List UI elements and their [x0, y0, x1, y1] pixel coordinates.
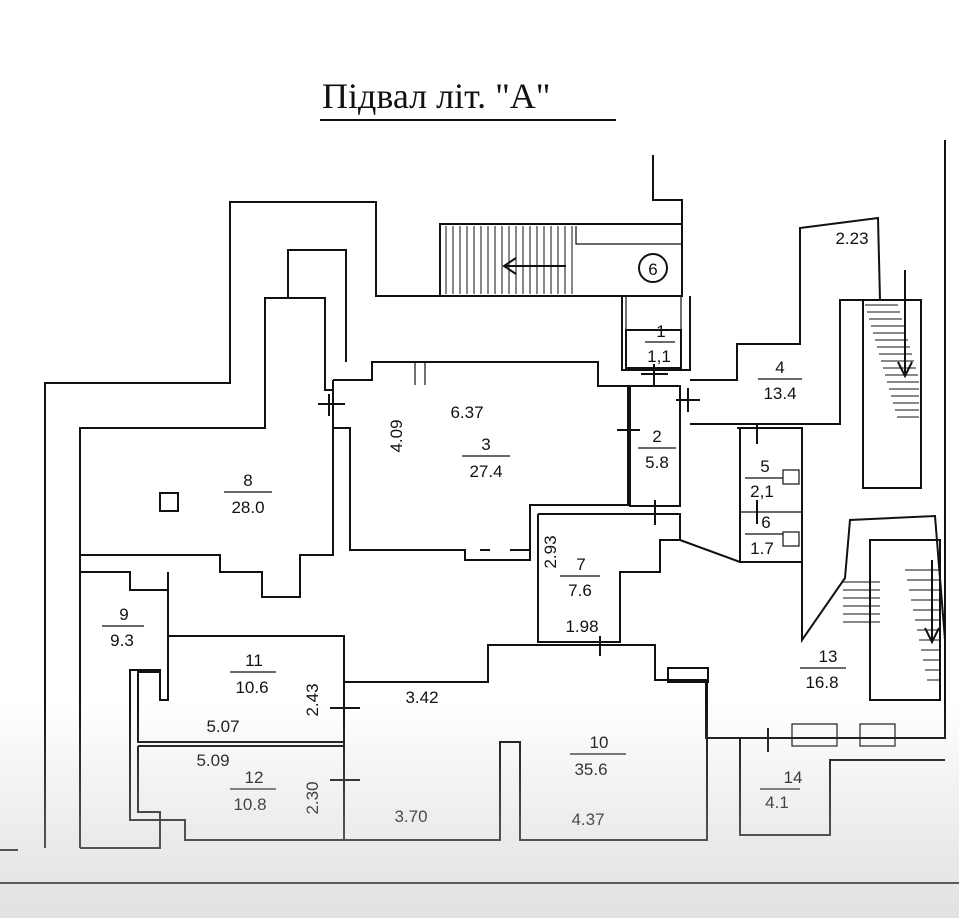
svg-text:4: 4 — [775, 358, 784, 377]
svg-text:5: 5 — [760, 457, 769, 476]
room-2-label: 2 5.8 — [638, 427, 676, 472]
svg-text:9.3: 9.3 — [110, 631, 134, 650]
room-5-label: 5 2,1 — [745, 457, 783, 501]
room-13-outline — [679, 514, 946, 739]
stair-north-edge — [652, 155, 683, 224]
room-10-label: 10 35.6 — [570, 733, 626, 779]
svg-text:35.6: 35.6 — [574, 760, 607, 779]
svg-text:1.7: 1.7 — [750, 539, 774, 558]
room-2-outline — [629, 385, 681, 507]
svg-text:11: 11 — [245, 651, 263, 670]
room-8-outline — [80, 297, 334, 598]
svg-text:14: 14 — [784, 768, 803, 787]
room-10-niche — [667, 667, 709, 683]
svg-text:3: 3 — [481, 435, 490, 454]
svg-text:12: 12 — [245, 768, 264, 787]
fixture-left — [791, 723, 838, 747]
marker-circle — [638, 253, 668, 283]
room-1-label: 1 1,1 — [645, 322, 675, 366]
room-8-label: 8 28.0 — [224, 471, 272, 517]
svg-text:4.1: 4.1 — [765, 793, 789, 812]
svg-text:10.6: 10.6 — [235, 678, 268, 697]
room-10-outline — [344, 644, 708, 841]
dim-1-98: 1.98 — [565, 617, 598, 636]
marker-label: 6 — [648, 260, 657, 279]
svg-text:7: 7 — [576, 555, 585, 574]
dim-2-43: 2.43 — [303, 683, 322, 716]
svg-text:13: 13 — [819, 647, 838, 666]
svg-text:2: 2 — [652, 427, 661, 446]
door-ticks — [318, 364, 769, 781]
stair-north-arrowhead — [502, 257, 517, 275]
fixture-right — [859, 723, 896, 747]
stair-north — [439, 223, 683, 297]
sink-icon — [782, 469, 800, 485]
room-4-label: 4 13.4 — [758, 358, 802, 403]
dim-3-70: 3.70 — [394, 807, 427, 826]
svg-text:2,1: 2,1 — [750, 482, 774, 501]
dim-5-09: 5.09 — [196, 751, 229, 770]
svg-text:10: 10 — [590, 733, 609, 752]
room-14-outline — [739, 738, 945, 836]
dim-6-37: 6.37 — [450, 403, 483, 422]
svg-text:8: 8 — [243, 471, 252, 490]
room-14-label: 14 4.1 — [760, 768, 802, 812]
column-marker — [159, 492, 179, 512]
svg-text:10.8: 10.8 — [233, 795, 266, 814]
room-3-outline — [332, 361, 629, 561]
svg-text:28.0: 28.0 — [231, 498, 264, 517]
room-11-label: 11 10.6 — [230, 651, 276, 697]
dim-2-93: 2.93 — [541, 535, 560, 568]
room-13-label: 13 16.8 — [800, 647, 846, 692]
room-9-label: 9 9.3 — [102, 605, 144, 650]
dim-4-09: 4.09 — [387, 419, 406, 452]
svg-text:7.6: 7.6 — [568, 581, 592, 600]
stair-east-outline — [862, 299, 922, 489]
room-3-label: 3 27.4 — [462, 435, 510, 481]
stair-southeast-treads — [843, 569, 940, 681]
svg-text:5.8: 5.8 — [645, 453, 669, 472]
room-12-label: 12 10.8 — [230, 768, 276, 814]
svg-text:1: 1 — [656, 322, 665, 341]
svg-text:16.8: 16.8 — [805, 673, 838, 692]
outer-wall-left — [44, 201, 691, 848]
svg-text:9: 9 — [119, 605, 128, 624]
toilet-icon — [782, 531, 800, 547]
svg-text:6: 6 — [761, 513, 770, 532]
svg-text:13.4: 13.4 — [763, 384, 796, 403]
plan-title: Підвал літ. "А" — [322, 76, 550, 116]
dim-3-42: 3.42 — [405, 688, 438, 707]
dim-4-37: 4.37 — [571, 810, 604, 829]
dim-2-23: 2.23 — [835, 229, 868, 248]
svg-text:27.4: 27.4 — [469, 462, 502, 481]
svg-text:1,1: 1,1 — [647, 347, 671, 366]
stair-east-treads — [865, 304, 919, 418]
stair-north-landing — [575, 226, 682, 245]
room-11-outline — [137, 635, 345, 743]
room-4-outline — [690, 216, 882, 425]
room-6-label: 6 1.7 — [745, 513, 783, 558]
room-7-outline — [537, 513, 681, 643]
dim-5-07: 5.07 — [206, 717, 239, 736]
room-7-label: 7 7.6 — [560, 555, 600, 600]
dim-2-30: 2.30 — [303, 781, 322, 814]
stair-north-treads — [445, 226, 573, 294]
